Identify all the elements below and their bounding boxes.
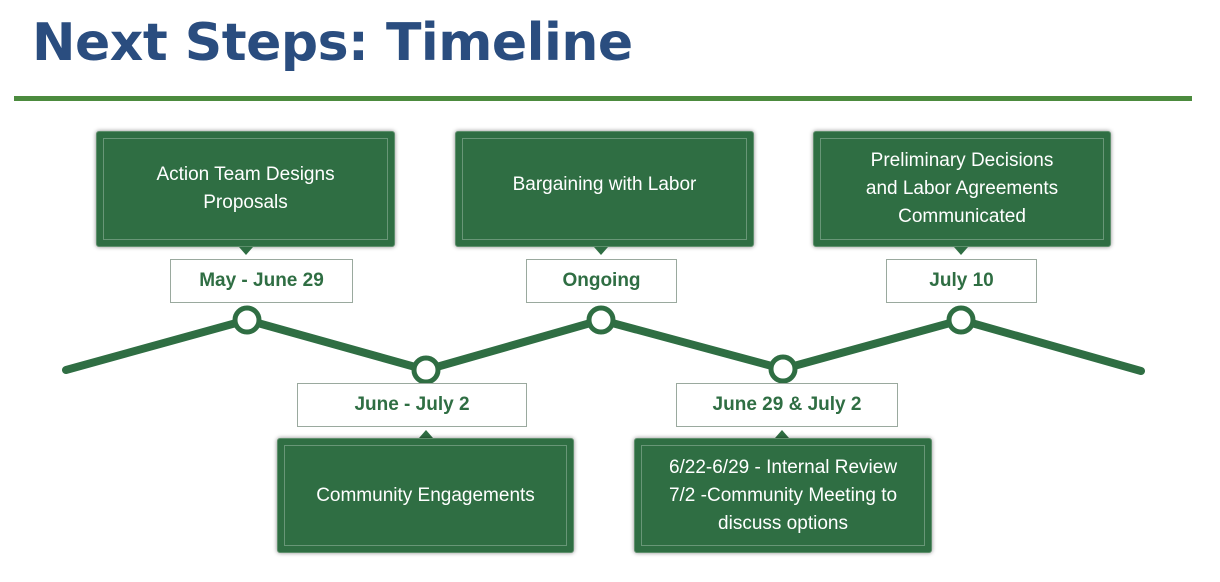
milestone-date-june-july: June - July 2 [297, 383, 527, 427]
milestone-box-bargaining: Bargaining with Labor [455, 131, 754, 247]
milestone-box-action-team: Action Team Designs Proposals [96, 131, 395, 247]
milestone-date-may-june: May - June 29 [170, 259, 353, 303]
milestone-text: 6/22-6/29 - Internal Review 7/2 -Communi… [668, 456, 898, 534]
milestone-text: Bargaining with Labor [512, 174, 697, 195]
timeline-node-3 [586, 305, 616, 335]
milestone-date-june29-july2: June 29 & July 2 [676, 383, 898, 427]
pointer-arrow [594, 247, 608, 255]
milestone-date-july-10: July 10 [886, 259, 1037, 303]
timeline-node-1 [232, 305, 262, 335]
pointer-arrow [775, 430, 789, 438]
milestone-date-ongoing: Ongoing [526, 259, 677, 303]
milestone-box-community-engagements: Community Engagements [277, 438, 574, 553]
milestone-text: Action Team Designs Proposals [156, 164, 335, 213]
timeline-node-4 [768, 354, 798, 384]
milestone-text: Preliminary Decisions and Labor Agreemen… [865, 150, 1059, 227]
timeline-node-5 [946, 305, 976, 335]
timeline-node-2 [411, 355, 441, 385]
pointer-arrow [954, 247, 968, 255]
milestone-box-internal-review: 6/22-6/29 - Internal Review 7/2 -Communi… [634, 438, 932, 553]
pointer-arrow [419, 430, 433, 438]
pointer-arrow [239, 247, 253, 255]
milestone-text: Community Engagements [316, 484, 535, 506]
milestone-box-preliminary-decisions: Preliminary Decisions and Labor Agreemen… [813, 131, 1111, 247]
page-title: Next Steps: Timeline [32, 13, 633, 73]
title-divider [14, 96, 1192, 101]
